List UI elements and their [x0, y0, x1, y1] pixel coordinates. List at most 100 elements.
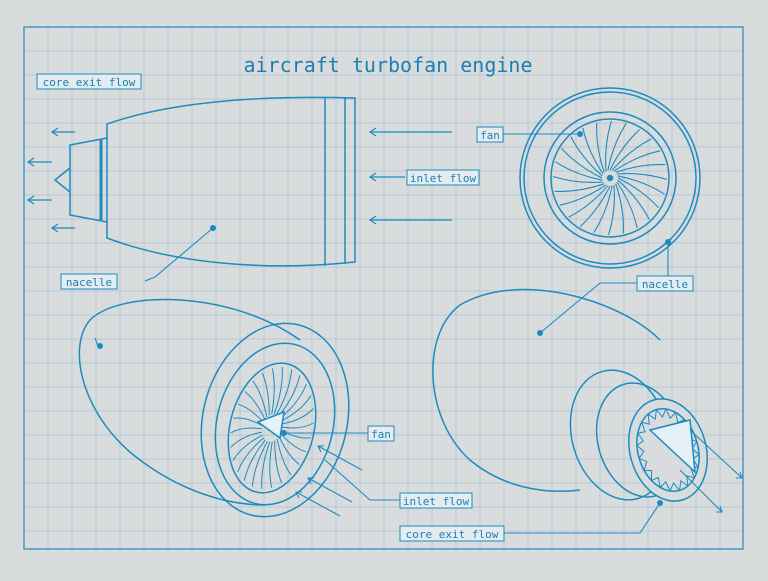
persp-fan-blade: [261, 372, 270, 416]
leader-core-exit-bottom: [503, 502, 661, 534]
rear-exhaust-cone: [648, 419, 696, 474]
fan-blade: [554, 183, 605, 192]
svg-text:fan: fan: [480, 129, 500, 142]
fan-blade: [568, 185, 609, 218]
front-inlet-ring: [543, 111, 677, 245]
rear-exit-arrows: [679, 429, 743, 513]
persp-fan-blade: [233, 417, 263, 427]
side-nacelle-body: [106, 96, 356, 267]
svg-text:core exit flow: core exit flow: [406, 528, 499, 541]
fan-blade: [615, 164, 666, 173]
front-view-engine: [519, 87, 701, 269]
persp-fan-blade: [278, 436, 300, 465]
side-exhaust-cone: [53, 167, 71, 193]
leader-inlet-flow-bottom: [324, 459, 400, 501]
persp-fan-blade: [269, 441, 273, 488]
diagram-title: aircraft turbofan engine: [244, 53, 533, 77]
label-nacelle-left: nacelle: [60, 273, 118, 290]
svg-text:inlet flow: inlet flow: [403, 495, 470, 508]
fan-blade: [607, 184, 615, 236]
front-nacelle-outer: [519, 87, 701, 269]
fan-blade: [555, 161, 603, 181]
front-spinner: [606, 174, 614, 182]
fan-blade: [617, 179, 650, 220]
fan-blade: [605, 120, 613, 172]
leader-nacelle-left: [144, 227, 214, 282]
fan-blade: [582, 127, 604, 175]
side-view-engine: [53, 96, 356, 267]
persp-fan-blade: [230, 427, 262, 434]
leader-nacelle-right: [539, 282, 637, 334]
fan-blade: [609, 128, 641, 171]
fan-blade: [560, 147, 603, 179]
persp-fan-blade: [251, 440, 268, 487]
front-fan-blades: [552, 120, 668, 236]
persp-fan-blade: [282, 422, 314, 429]
side-exit-arrows: [26, 127, 75, 233]
fan-blade: [607, 123, 627, 171]
label-inlet-flow-top: inlet flow: [406, 169, 480, 186]
persp-inlet-arrows: [295, 445, 363, 517]
fan-blade: [616, 173, 668, 181]
label-inlet-flow-bottom: inlet flow: [399, 492, 473, 509]
persp-spinner: [256, 410, 285, 440]
persp-fan-blade: [280, 433, 307, 453]
fan-blade: [596, 122, 605, 173]
svg-text:core exit flow: core exit flow: [43, 76, 136, 89]
persp-inlet-outer: [200, 322, 350, 518]
fan-blade: [617, 175, 665, 195]
fan-blade: [616, 181, 638, 229]
persp-fan-blade: [271, 368, 275, 415]
svg-text:fan: fan: [371, 428, 391, 441]
side-core-nozzle: [69, 137, 108, 223]
persp-fan-blade: [243, 439, 266, 481]
rear-turbine-teeth: [636, 407, 700, 493]
fan-blade: [611, 138, 652, 171]
perspective-rear-engine: [432, 288, 708, 502]
rear-turbine-blades: [636, 407, 700, 493]
front-nacelle-inner: [523, 91, 697, 265]
fan-blade: [559, 184, 607, 206]
persp-fan-blade: [274, 440, 283, 484]
persp-fan-blade: [276, 438, 292, 476]
fan-blade: [570, 136, 603, 177]
persp-fan-blade: [230, 431, 262, 448]
persp-fan-blade: [237, 403, 264, 423]
persp-inlet-inner: [214, 342, 336, 506]
persp-fan-blade: [252, 380, 268, 418]
fan-blade: [613, 150, 661, 172]
label-core-exit-flow-bottom: core exit flow: [399, 525, 505, 542]
rear-nozzle: [628, 398, 708, 502]
leader-nacelle-right-2: [667, 242, 690, 277]
rear-nacelle-body: [432, 288, 661, 492]
label-core-exit-flow-top: core exit flow: [36, 73, 142, 90]
label-fan-bottom: fan: [367, 425, 395, 442]
persp-fan-blade: [244, 391, 266, 420]
persp-fan-blades: [230, 367, 314, 489]
fan-blade: [617, 177, 660, 209]
front-fan-casing: [550, 118, 670, 238]
persp-fan-blade: [276, 369, 293, 416]
persp-fan-blade: [273, 367, 283, 415]
svg-text:nacelle: nacelle: [66, 276, 112, 289]
fan-blade: [579, 185, 611, 228]
persp-fan-blade: [232, 434, 263, 461]
svg-text:inlet flow: inlet flow: [410, 172, 477, 185]
persp-fan-blade: [261, 441, 271, 489]
leader-dots: [97, 131, 671, 506]
svg-text:nacelle: nacelle: [642, 278, 688, 291]
label-nacelle-right: nacelle: [636, 275, 694, 292]
persp-fan-blade: [281, 395, 312, 422]
persp-fan-ring: [227, 362, 317, 494]
side-inlet-arrows: [368, 127, 452, 225]
fan-blade: [593, 185, 613, 233]
fan-blade: [615, 183, 624, 234]
perspective-front-engine: [78, 298, 350, 518]
label-fan-top: fan: [476, 126, 504, 143]
fan-blade: [552, 175, 604, 183]
persp-fan-blade: [237, 437, 265, 473]
persp-fan-blade: [282, 408, 314, 425]
persp-nacelle-body: [78, 298, 301, 506]
